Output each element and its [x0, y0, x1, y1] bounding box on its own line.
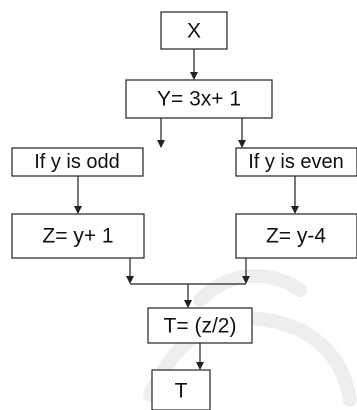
node-t-output: T [151, 369, 211, 410]
node-z2: Z= y-4 [235, 213, 357, 259]
arrowhead [291, 206, 299, 214]
arrowhead [190, 72, 198, 80]
node-z1: Z= y+ 1 [11, 213, 145, 259]
node-x-label: X [187, 20, 201, 43]
arrowhead [184, 300, 192, 308]
node-t-calc-label: T= (z/2) [164, 315, 237, 338]
node-t-calc: T= (z/2) [147, 307, 253, 344]
node-x: X [160, 11, 228, 50]
arrowhead [196, 362, 204, 370]
arrowhead [126, 276, 134, 284]
arrowhead [157, 140, 165, 148]
arrowhead [242, 276, 250, 284]
node-z2-label: Z= y-4 [266, 225, 326, 248]
node-if-odd: If y is odd [11, 147, 144, 177]
node-if-odd-label: If y is odd [34, 151, 120, 173]
watermark-shape [193, 269, 307, 307]
arrowhead [74, 206, 82, 214]
node-t-output-label: T [175, 380, 188, 403]
node-y-label: Y= 3x+ 1 [157, 88, 241, 111]
node-if-even-label: If y is even [248, 151, 344, 173]
arrowhead [238, 140, 246, 148]
watermark-shape [143, 311, 357, 407]
node-if-even: If y is even [235, 147, 357, 177]
node-y-equation: Y= 3x+ 1 [125, 79, 273, 119]
connectors [74, 49, 299, 370]
node-z1-label: Z= y+ 1 [42, 225, 113, 248]
